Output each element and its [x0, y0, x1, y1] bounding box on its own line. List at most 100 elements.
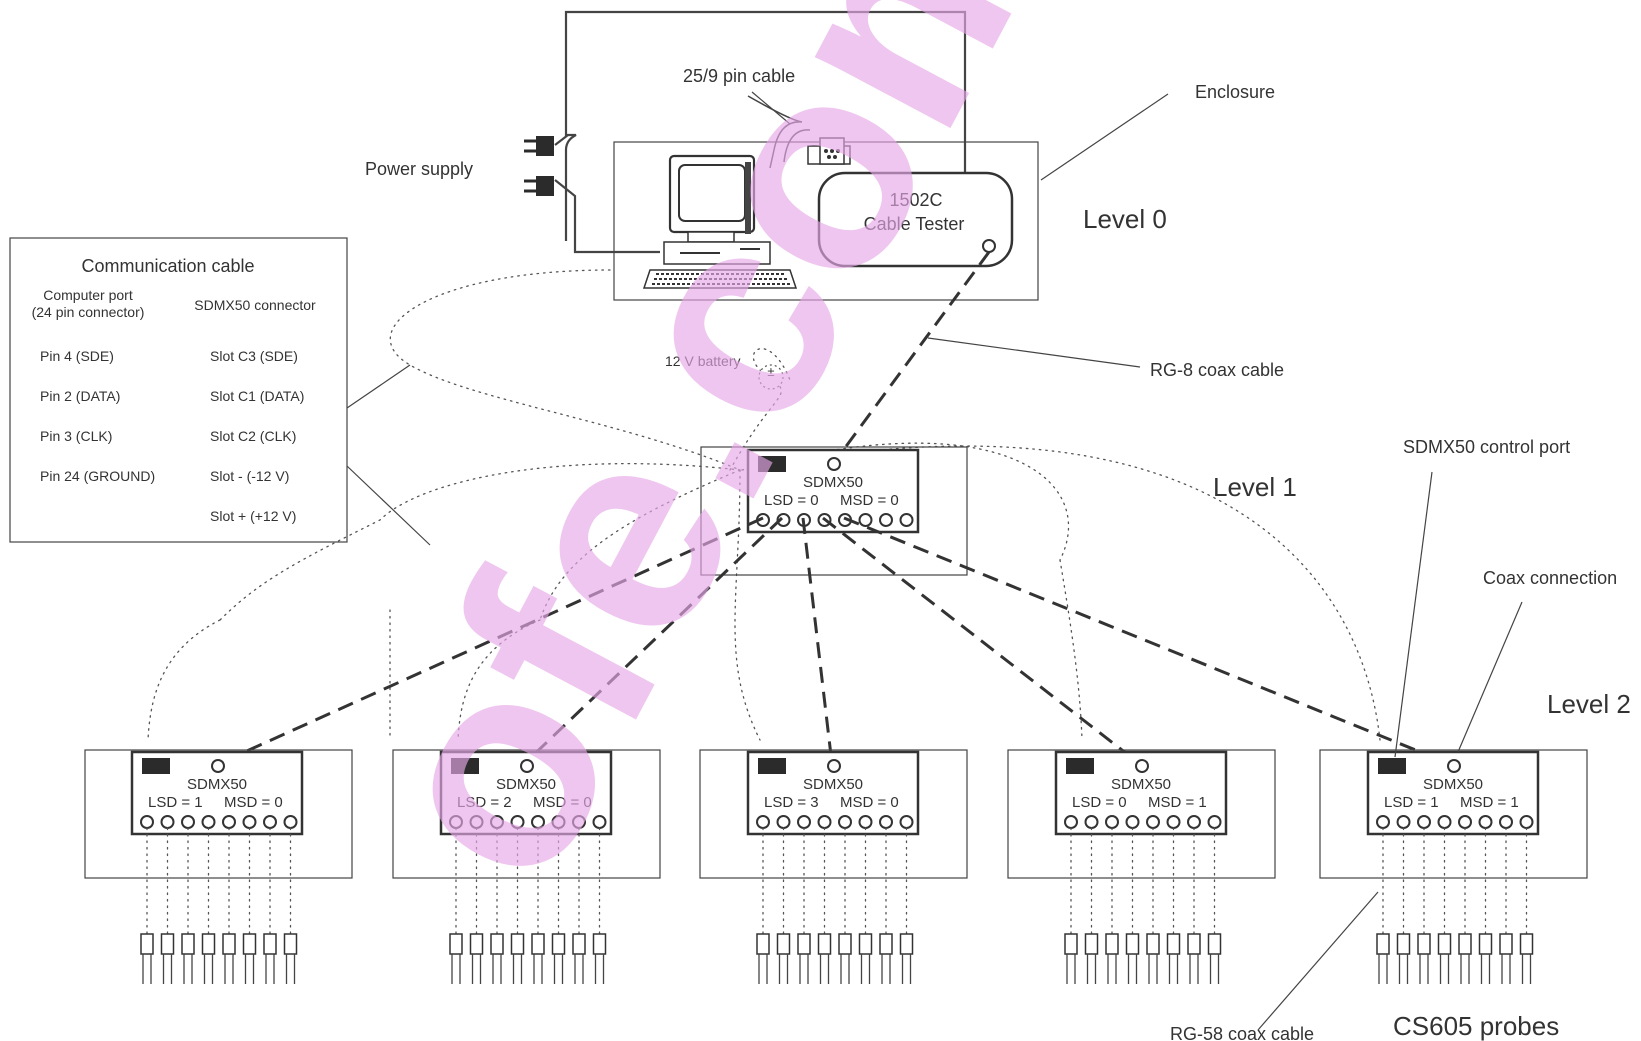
- mux-lsd: LSD = 0: [764, 492, 819, 509]
- level2-enclosure: [392, 749, 661, 879]
- table-row-slot: Slot C3 (SDE): [210, 348, 298, 364]
- mux-output-port: [242, 815, 257, 829]
- probe-body: [263, 933, 277, 955]
- probe-body: [449, 933, 463, 955]
- probe-body: [1478, 933, 1493, 955]
- probe-body: [756, 933, 770, 955]
- mux-output-port: [899, 815, 914, 829]
- level1-enclosure: [700, 446, 968, 576]
- mux-output-port: [1376, 815, 1390, 829]
- tester-coax-port: [982, 239, 996, 253]
- mux-output-port: [1458, 815, 1472, 829]
- table-row-pin: Pin 2 (DATA): [40, 388, 120, 404]
- table-row-slot: Slot - (-12 V): [210, 468, 289, 484]
- probe-body: [283, 933, 298, 955]
- svg-text:±: ±: [767, 364, 774, 379]
- mux-output-port: [1396, 815, 1411, 829]
- probe-body: [1519, 933, 1534, 955]
- indicator-block: [758, 456, 786, 472]
- mux-output-port: [776, 513, 791, 527]
- indicator-block: [1378, 758, 1406, 774]
- mux-output-port: [879, 815, 893, 829]
- probe-body: [531, 933, 545, 955]
- mux-output-port: [1146, 815, 1160, 829]
- mux-output-port: [899, 513, 914, 527]
- computer-icon: [642, 154, 798, 289]
- mux-msd: MSD = 1: [1148, 794, 1207, 811]
- probe-body: [510, 933, 525, 955]
- table-row-pin: Pin 3 (CLK): [40, 428, 112, 444]
- tester-model-label: 1502C: [889, 190, 942, 210]
- mux-output-port: [181, 815, 195, 829]
- mux-msd: MSD = 0: [224, 794, 283, 811]
- watermark-text: ofe.com: [309, 0, 1117, 929]
- rg8-coax-line: [834, 251, 991, 461]
- probe-body: [140, 933, 154, 955]
- cable-tester-box: [817, 171, 1014, 268]
- table-row-slot: Slot + (+12 V): [210, 508, 296, 524]
- mux-output-port: [160, 815, 175, 829]
- mux-name: SDMX50: [803, 474, 863, 491]
- comm-cable-table: Communication cable Computer port (24 pi…: [9, 237, 431, 546]
- mux-output-port: [797, 815, 811, 829]
- svg-text:SDMX50 connector: SDMX50 connector: [194, 297, 316, 313]
- probes-label: CS605 probes: [1393, 1011, 1559, 1041]
- mux-output-port: [222, 815, 236, 829]
- battery-icon: ±: [758, 364, 784, 390]
- probe-body: [879, 933, 893, 955]
- mux-input-port: [1447, 759, 1461, 773]
- probe-body: [838, 933, 852, 955]
- mux-lsd: LSD = 1: [1384, 794, 1439, 811]
- probe-body: [899, 933, 914, 955]
- mux-output-port: [858, 513, 873, 527]
- mux-name: SDMX50: [496, 776, 556, 793]
- probe-body: [776, 933, 791, 955]
- mux-output-port: [1437, 815, 1452, 829]
- probe-body: [469, 933, 484, 955]
- probe-body: [1417, 933, 1431, 955]
- indicator-block: [142, 758, 170, 774]
- indicator-block: [1066, 758, 1094, 774]
- mux-output-port: [1207, 815, 1222, 829]
- mux-input-port: [520, 759, 534, 773]
- mux-input-port: [827, 759, 841, 773]
- indicator-block: [758, 758, 786, 774]
- mux-output-port: [1187, 815, 1201, 829]
- control-port-label: SDMX50 control port: [1403, 437, 1570, 457]
- power-supply-label: Power supply: [365, 159, 473, 179]
- probe-body: [817, 933, 832, 955]
- mux-output-port: [756, 815, 770, 829]
- level2-coax-lines: [217, 516, 1451, 766]
- probe-body: [1064, 933, 1078, 955]
- table-row-pin: Pin 24 (GROUND): [40, 468, 155, 484]
- rg8-label: RG-8 coax cable: [1150, 360, 1284, 380]
- mux-msd: MSD = 1: [1460, 794, 1519, 811]
- probe-body: [1187, 933, 1201, 955]
- svg-text:(24 pin connector): (24 pin connector): [32, 304, 145, 320]
- mux-name: SDMX50: [1111, 776, 1171, 793]
- table-row-slot: Slot C1 (DATA): [210, 388, 304, 404]
- probe-body: [1084, 933, 1099, 955]
- mux-output-port: [140, 815, 154, 829]
- mux-lsd: LSD = 2: [457, 794, 512, 811]
- level2-enclosure: [84, 749, 353, 879]
- level0-group: 1502C Cable Tester 25/9 pin cable Enclos…: [365, 10, 1275, 301]
- mux-output-port: [1478, 815, 1493, 829]
- mux-msd: MSD = 0: [533, 794, 592, 811]
- mux-output-port: [1519, 815, 1534, 829]
- probe-body: [592, 933, 607, 955]
- probe-body: [1146, 933, 1160, 955]
- mux-output-port: [838, 815, 852, 829]
- probe-body: [572, 933, 586, 955]
- table-row-pin: Pin 4 (SDE): [40, 348, 114, 364]
- probe-body: [551, 933, 566, 955]
- svg-text:Computer port: Computer port: [43, 287, 133, 303]
- mux-output-port: [1084, 815, 1099, 829]
